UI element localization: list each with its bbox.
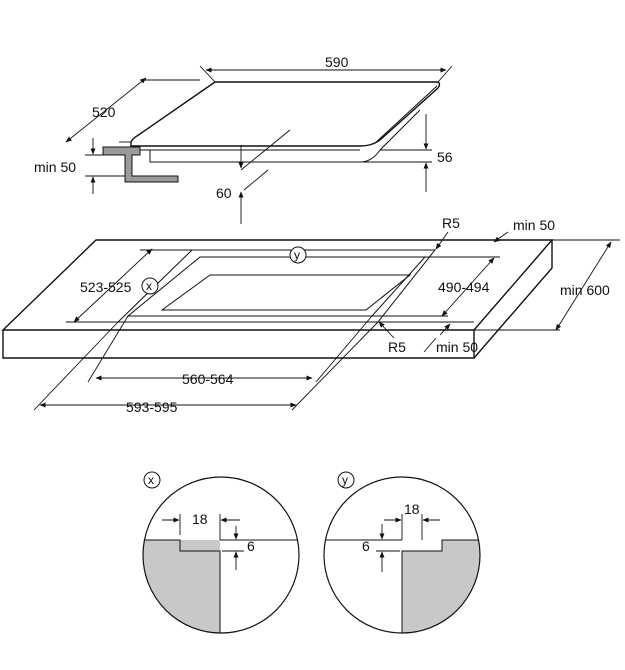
detail-x-dim-18: 18 [192, 511, 208, 527]
detail-marker-x [141, 277, 159, 295]
detail-y-dim-18: 18 [404, 501, 420, 517]
detail-y-circle [323, 476, 481, 634]
dim-label-593-595: 593-595 [126, 399, 178, 415]
detail-x-circle [142, 476, 300, 634]
cutout-outer [116, 249, 437, 323]
detail-x-badge-label: x [148, 473, 154, 487]
dim-label-590: 590 [325, 54, 349, 70]
dim-label-min600: min 600 [560, 282, 610, 298]
cutout-inner [126, 256, 427, 317]
mounting-bracket [102, 146, 179, 183]
detail-marker-y-label: y [294, 248, 300, 262]
hob-body [130, 109, 421, 163]
detail-x-dim-6: 6 [247, 538, 255, 554]
detail-x-badge [143, 471, 161, 489]
dim-label-r5-bottom: R5 [388, 339, 406, 355]
dim-label-56: 56 [437, 149, 453, 165]
detail-x: x 18 6 [142, 471, 300, 634]
cutout-hole [160, 274, 412, 311]
dim-label-520: 520 [92, 104, 116, 120]
worktop-front-face [2, 330, 475, 359]
detail-y-badge-label: y [342, 473, 348, 487]
dim-label-r5-top: R5 [442, 215, 460, 231]
dim-label-min50-bottom: min 50 [436, 339, 478, 355]
detail-marker-y [289, 246, 307, 264]
dim-label-min50-top: min 50 [513, 217, 555, 233]
dim-label-490-494: 490-494 [438, 279, 490, 295]
detail-y-dim-6: 6 [362, 538, 370, 554]
dim-label-min50-left: min 50 [34, 159, 76, 175]
hob-drawing: 590 520 min 50 56 60 [34, 54, 453, 224]
detail-y-badge [337, 471, 355, 489]
dim-label-560-564: 560-564 [182, 371, 234, 387]
worktop-drawing: 523-525 x y 490-494 R5 min 50 min 600 R5 [1, 215, 620, 415]
dim-label-60: 60 [216, 185, 232, 201]
dim-label-523-525: 523-525 [80, 279, 132, 295]
detail-marker-x-label: x [146, 279, 152, 293]
detail-y: y 18 6 [323, 471, 481, 634]
